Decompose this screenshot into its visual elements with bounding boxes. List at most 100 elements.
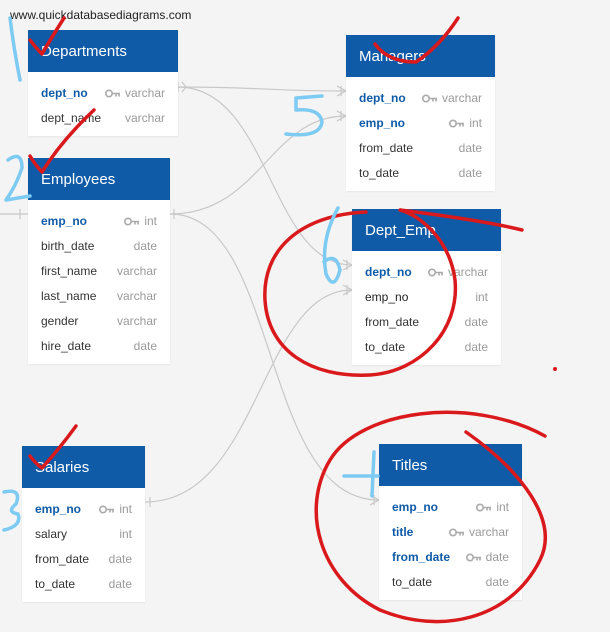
column-type-label: date (108, 551, 132, 566)
key-icon (421, 94, 437, 103)
column-name: to_date (392, 574, 433, 589)
column-name: dept_no (359, 90, 406, 105)
column-row-employees-birth-date[interactable]: birth_date date (28, 233, 170, 258)
column-type-label: varchar (116, 263, 157, 278)
column-type: date (459, 166, 482, 180)
column-type-label: varchar (124, 85, 165, 100)
column-type-label: varchar (116, 288, 157, 303)
column-type: int (119, 527, 132, 541)
column-row-salaries-to-date[interactable]: to_date date (22, 571, 145, 596)
column-name: gender (41, 313, 79, 328)
titles-header[interactable]: Titles (379, 444, 522, 486)
column-row-managers-dept-no[interactable]: dept_no varchar (346, 85, 495, 110)
column-name: salary (35, 526, 68, 541)
rel-employees-titles (169, 213, 380, 501)
column-row-managers-from-date[interactable]: from_date date (346, 135, 495, 160)
column-type: varchar (104, 85, 165, 100)
rel-salaries-deptemp (144, 289, 353, 503)
salaries-header[interactable]: Salaries (22, 446, 145, 488)
column-type: int (99, 502, 132, 516)
key-icon (427, 268, 443, 277)
column-type: varchar (427, 264, 488, 279)
column-type-label: varchar (447, 264, 488, 279)
column-type: int (124, 214, 157, 228)
column-row-salaries-from-date[interactable]: from_date date (22, 546, 145, 571)
column-name: title (392, 524, 414, 539)
rel-employees-managers (169, 115, 347, 215)
column-type: int (476, 500, 509, 514)
column-row-salaries-emp-no[interactable]: emp_no int (22, 496, 145, 521)
column-name: from_date (35, 551, 90, 566)
column-name: from_date (365, 314, 420, 329)
column-type-label: int (119, 526, 132, 541)
column-row-employees-hire-date[interactable]: hire_date date (28, 333, 170, 358)
column-type-label: varchar (116, 313, 157, 328)
column-name: from_date (359, 140, 414, 155)
column-type: varchar (117, 314, 157, 328)
column-type-label: date (464, 339, 488, 354)
column-name: to_date (35, 576, 76, 591)
key-icon (124, 217, 140, 226)
column-row-departments-dept-no[interactable]: dept_no varchar (28, 80, 178, 105)
number-4 (342, 450, 380, 498)
column-type-label: int (475, 289, 488, 304)
column-type: varchar (448, 525, 509, 539)
column-type: varchar (421, 91, 482, 105)
column-type-label: date (133, 238, 157, 253)
employees-header[interactable]: Employees (28, 158, 170, 200)
column-type: date (459, 141, 482, 155)
number-6 (322, 206, 342, 284)
dept-emp-header[interactable]: Dept_Emp (352, 209, 501, 251)
column-type-label: date (485, 549, 509, 564)
column-name: emp_no (35, 501, 82, 516)
column-row-dept-emp-from-date[interactable]: from_date date (352, 309, 501, 334)
column-type-label: date (133, 338, 157, 353)
column-name: birth_date (41, 238, 95, 253)
column-name: dept_no (365, 264, 412, 279)
column-type-label: int (144, 213, 157, 228)
key-icon (448, 528, 464, 537)
column-type-label: date (458, 140, 482, 155)
column-type: date (109, 577, 132, 591)
column-type-label: int (496, 499, 509, 514)
column-row-titles-title[interactable]: title varchar (379, 519, 522, 544)
column-type-label: date (464, 314, 488, 329)
column-type: date (486, 575, 509, 589)
key-icon (476, 503, 492, 512)
column-row-titles-to-date[interactable]: to_date date (379, 569, 522, 594)
key-icon (104, 89, 120, 98)
key-icon (465, 553, 481, 562)
departments-header[interactable]: Departments (28, 30, 178, 72)
column-row-titles-emp-no[interactable]: emp_no int (379, 494, 522, 519)
column-row-salaries-salary[interactable]: salary int (22, 521, 145, 546)
column-name: hire_date (41, 338, 92, 353)
column-type: date (109, 552, 132, 566)
column-name: dept_no (41, 85, 88, 100)
column-name: emp_no (392, 499, 439, 514)
number-5 (284, 94, 324, 137)
watermark: www.quickdatabasediagrams.com (10, 8, 192, 22)
managers-header[interactable]: Managers (346, 35, 495, 77)
column-name: emp_no (359, 115, 406, 130)
number-1 (8, 16, 22, 82)
rel-departments-deptemp (177, 86, 353, 266)
column-row-dept-emp-dept-no[interactable]: dept_no varchar (352, 259, 501, 284)
column-type: date (134, 339, 157, 353)
column-name: dept_name (41, 110, 102, 125)
column-row-employees-gender[interactable]: gender varchar (28, 308, 170, 333)
